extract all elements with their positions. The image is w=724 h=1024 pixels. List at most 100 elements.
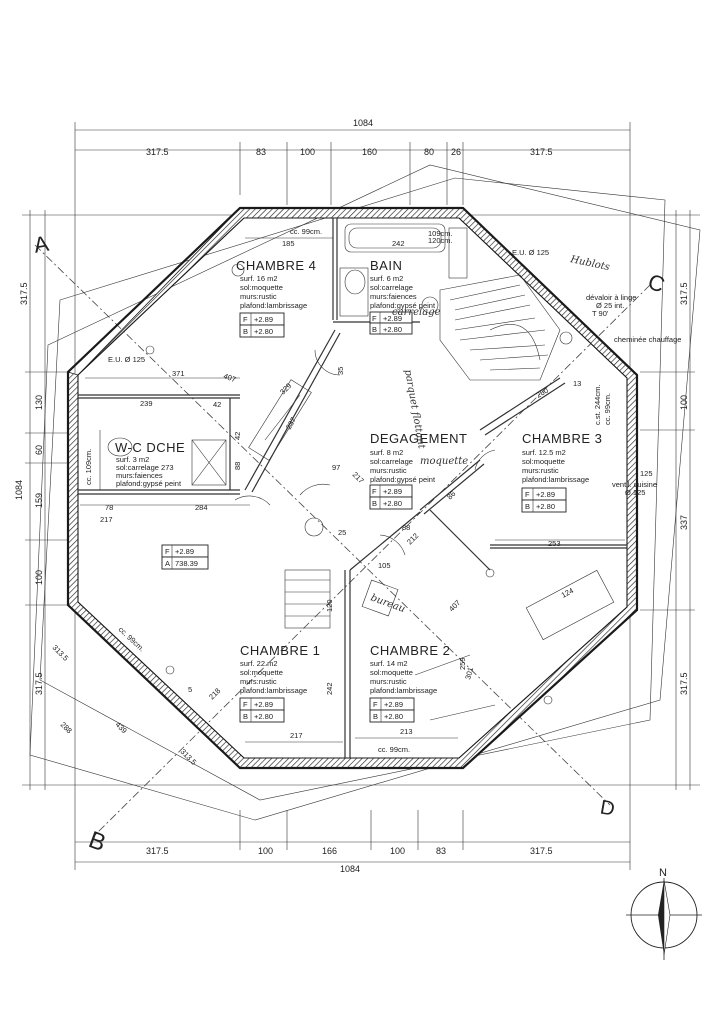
room-chambre-4: CHAMBRE 4 surf. 16 m2 sol:moquette murs:… [236, 227, 322, 338]
svg-text:c.st. 244cm.: c.st. 244cm. [593, 385, 602, 425]
interior-dimensions: 185 242 109cm. 120cm. 371 239 407 329 23… [51, 229, 625, 767]
room-bain: BAIN surf. 6 m2 sol:carrelage murs:faien… [369, 258, 436, 335]
svg-text:cc. 109cm.: cc. 109cm. [84, 449, 93, 485]
svg-text:D: D [598, 796, 616, 820]
svg-text:260: 260 [535, 386, 550, 400]
roof-outline [29, 164, 701, 821]
svg-text:1084: 1084 [353, 118, 373, 128]
svg-text:plafond:lambrissage: plafond:lambrissage [370, 686, 437, 695]
svg-text:+2.89: +2.89 [383, 314, 402, 323]
section-marker-c: C [645, 269, 669, 298]
svg-text:sol:moquette: sol:moquette [522, 457, 565, 466]
svg-text:surf. 14 m2: surf. 14 m2 [370, 659, 408, 668]
svg-text:murs:faiences: murs:faiences [116, 471, 163, 480]
svg-text:+2.89: +2.89 [254, 315, 273, 324]
svg-text:100: 100 [34, 570, 44, 585]
svg-text:surf. 22 m2: surf. 22 m2 [240, 659, 278, 668]
svg-text:239: 239 [140, 399, 153, 408]
svg-text:surf. 16 m2: surf. 16 m2 [240, 274, 278, 283]
svg-text:murs:faiences: murs:faiences [370, 292, 417, 301]
svg-text:185: 185 [282, 239, 295, 248]
svg-text:407: 407 [447, 598, 462, 613]
svg-text:BAIN: BAIN [370, 258, 402, 273]
svg-text:+2.89: +2.89 [383, 487, 402, 496]
svg-text:217: 217 [100, 515, 113, 524]
exterior-walls [66, 206, 639, 770]
svg-text:sol:moquette: sol:moquette [240, 283, 283, 292]
left-dimensions: 317.5 130 60 159 100 317.5 1084 [14, 282, 44, 695]
svg-text:plafond:lambrissage: plafond:lambrissage [240, 301, 307, 310]
svg-text:317.5: 317.5 [19, 282, 29, 305]
svg-text:murs:rustic: murs:rustic [240, 677, 277, 686]
svg-text:5: 5 [188, 685, 192, 694]
hall-level-box: F A +2.89 738.39 [161, 544, 209, 570]
svg-text:plafond:gypsé peint: plafond:gypsé peint [116, 479, 182, 488]
room-degagement: DEGAGEMENT surf. 8 m2 sol:carrelage murs… [369, 431, 467, 510]
room-chambre-2: CHAMBRE 2 surf. 14 m2 sol:moquette murs:… [369, 643, 450, 754]
svg-text:+2.89: +2.89 [384, 700, 403, 709]
svg-text:317.5: 317.5 [146, 846, 169, 856]
svg-text:317.5: 317.5 [146, 147, 169, 157]
svg-text:100: 100 [390, 846, 405, 856]
svg-text:CHAMBRE 2: CHAMBRE 2 [370, 643, 450, 658]
svg-text:+2.89: +2.89 [254, 700, 273, 709]
svg-text:surf. 3 m2: surf. 3 m2 [116, 455, 149, 464]
svg-text:sol:moquette: sol:moquette [240, 668, 283, 677]
svg-text:80: 80 [424, 147, 434, 157]
technical-annotations: E.U. Ø 125 E.U. Ø 125 dévaloir à linge Ø… [108, 248, 681, 497]
svg-text:317.5: 317.5 [34, 672, 44, 695]
section-marker-b: B [85, 826, 109, 857]
svg-text:86: 86 [445, 489, 457, 501]
svg-text:murs:rustic: murs:rustic [370, 466, 407, 475]
svg-text:F: F [165, 547, 170, 556]
svg-text:cheminée chauffage: cheminée chauffage [614, 335, 681, 344]
svg-text:120: 120 [325, 599, 334, 612]
svg-text:F: F [372, 314, 377, 323]
svg-text:sol:moquette: sol:moquette [370, 668, 413, 677]
svg-text:26: 26 [451, 147, 461, 157]
svg-text:88: 88 [233, 462, 242, 470]
svg-text:+2.89: +2.89 [536, 490, 555, 499]
svg-text:moquette: moquette [420, 456, 468, 467]
section-marker-a: A [32, 231, 51, 258]
svg-text:F: F [243, 315, 248, 324]
svg-text:160: 160 [362, 147, 377, 157]
svg-text:35: 35 [336, 367, 345, 375]
overall-dimensions [22, 122, 700, 870]
svg-text:88: 88 [402, 523, 410, 532]
svg-text:313.5: 313.5 [51, 643, 71, 663]
svg-text:166: 166 [322, 846, 337, 856]
svg-text:1084: 1084 [340, 864, 360, 874]
svg-text:E.U. Ø 125: E.U. Ø 125 [108, 355, 145, 364]
svg-text:murs:rustic: murs:rustic [370, 677, 407, 686]
svg-text:murs:rustic: murs:rustic [522, 466, 559, 475]
staircase [439, 274, 573, 381]
svg-text:317.5: 317.5 [530, 846, 553, 856]
north-arrow-icon: N [626, 867, 702, 960]
svg-text:212: 212 [405, 531, 420, 546]
svg-text:carrelage: carrelage [392, 307, 441, 318]
svg-text:13: 13 [573, 379, 581, 388]
svg-text:259: 259 [458, 657, 467, 670]
svg-text:105: 105 [378, 561, 391, 570]
svg-text:CHAMBRE 1: CHAMBRE 1 [240, 643, 320, 658]
svg-text:+2.80: +2.80 [254, 712, 273, 721]
svg-text:120cm.: 120cm. [428, 236, 453, 245]
svg-text:42: 42 [213, 400, 221, 409]
svg-text:+2.80: +2.80 [383, 499, 402, 508]
svg-text:plafond:lambrissage: plafond:lambrissage [240, 686, 307, 695]
svg-text:+2.80: +2.80 [254, 327, 273, 336]
svg-text:plafond:gypsé peint: plafond:gypsé peint [370, 475, 436, 484]
svg-text:+2.80: +2.80 [383, 325, 402, 334]
svg-text:738.39: 738.39 [175, 559, 198, 568]
room-chambre-3: CHAMBRE 3 surf. 12.5 m2 sol:moquette mur… [521, 431, 602, 513]
svg-text:F: F [525, 490, 530, 499]
svg-text:242: 242 [325, 682, 334, 695]
svg-text:60: 60 [34, 445, 44, 455]
svg-text:125: 125 [640, 469, 653, 478]
room-wc-douche: W-C DCHE surf. 3 m2 sol:carrelage 273 mu… [84, 440, 185, 488]
svg-text:109cm.: 109cm. [428, 229, 453, 238]
roof-outline-2 [39, 177, 666, 801]
svg-text:317.5: 317.5 [679, 672, 689, 695]
